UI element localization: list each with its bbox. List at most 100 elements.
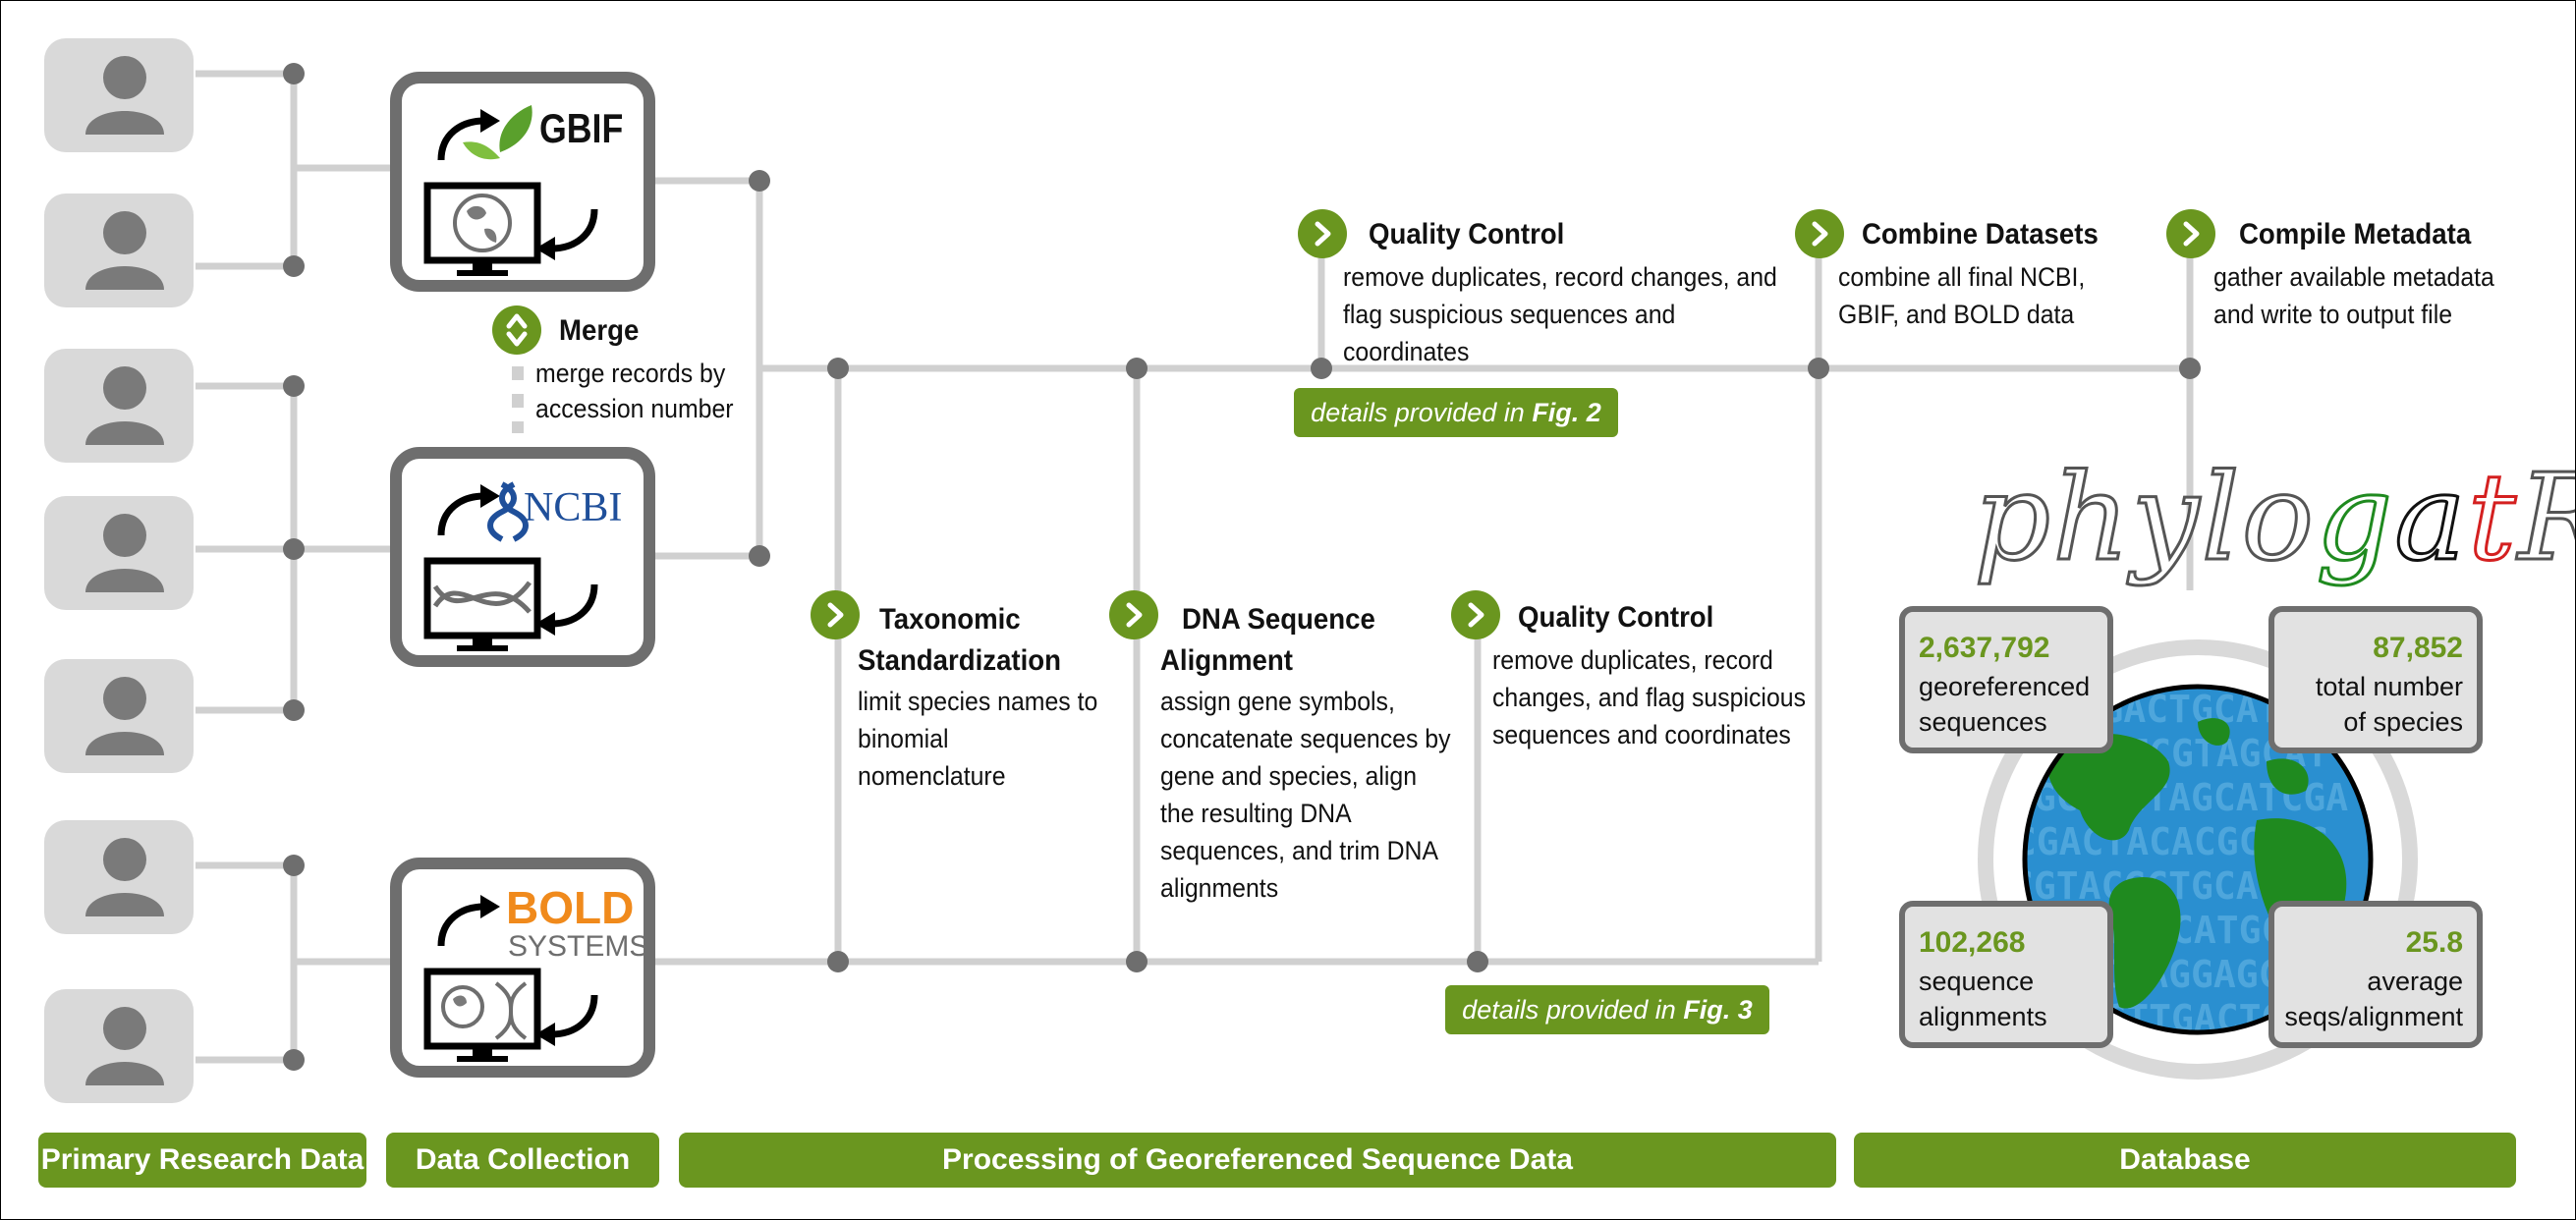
- stat-value: 25.8: [2405, 926, 2463, 959]
- compile-metadata-desc: and write to output file: [2213, 300, 2453, 329]
- stat-total-species: 87,852 total number of species: [2268, 606, 2483, 753]
- chevron-right-icon: [1812, 221, 1828, 247]
- stat-label: georeferenced sequences: [1919, 669, 2090, 740]
- gbif-source-box: GBIF: [390, 72, 655, 292]
- compile-metadata-title: Compile Metadata: [2239, 218, 2472, 250]
- stat-label-line: average: [2367, 967, 2463, 996]
- chevron-right-icon: [2183, 221, 2200, 247]
- merge-desc-line: merge records by: [535, 359, 726, 388]
- dna-alignment-desc: sequences, and trim DNA: [1160, 836, 1439, 865]
- stat-label-line: alignments: [1919, 1002, 2047, 1031]
- researcher-avatar: [44, 820, 194, 934]
- stat-label: average seqs/alignment: [2284, 964, 2463, 1034]
- quality-control-top-desc: remove duplicates, record changes, and: [1343, 262, 1777, 292]
- merge-desc-line: accession number: [535, 394, 734, 423]
- chevron-right-icon: [827, 602, 844, 628]
- merge-icon: [492, 305, 541, 355]
- person-icon: [85, 514, 164, 592]
- phylogatr-logo: phylogatR: [1972, 447, 2575, 589]
- details-fig3-prefix: details provided in: [1462, 995, 1684, 1025]
- quality-control-bottom-desc: changes, and flag suspicious: [1492, 683, 1806, 712]
- combine-datasets-desc: combine all final NCBI,: [1838, 262, 2086, 292]
- bold-source-box: BOLD SYSTEMS: [390, 858, 655, 1078]
- quality-control-bottom-title: Quality Control: [1518, 601, 1714, 634]
- person-icon: [85, 366, 164, 445]
- researcher-avatar: [44, 194, 194, 307]
- quality-control-bottom-desc: remove duplicates, record: [1492, 645, 1773, 675]
- footer-database: Database: [1854, 1133, 2516, 1188]
- researcher-avatar: [44, 38, 194, 152]
- dna-alignment-desc: concatenate sequences by: [1160, 724, 1451, 753]
- stat-label: total number of species: [2316, 669, 2463, 740]
- person-icon: [85, 1007, 164, 1085]
- quality-control-bottom-icon: [1451, 590, 1500, 639]
- stat-label-line: georeferenced: [1919, 672, 2091, 701]
- researcher-avatar: [44, 659, 194, 773]
- ncbi-logo-text: NCBI: [524, 485, 623, 530]
- bold-logo-text: BOLD: [506, 882, 635, 933]
- person-icon: [85, 56, 164, 135]
- footer-data-collection: Data Collection: [386, 1133, 659, 1188]
- quality-control-top-desc: coordinates: [1343, 337, 1470, 366]
- stat-label-line: of species: [2343, 707, 2463, 737]
- researcher-avatar: [44, 496, 194, 610]
- bold-icon-art: [423, 895, 598, 1062]
- taxonomic-standardization-title: Standardization: [858, 644, 1062, 677]
- compile-metadata-desc: gather available metadata: [2213, 262, 2494, 292]
- stat-value: 87,852: [2373, 632, 2463, 664]
- taxonomic-standardization-desc: nomenclature: [858, 761, 1006, 791]
- details-fig2-ref: Fig. 2: [1532, 398, 1601, 427]
- taxonomic-standardization-icon: [811, 590, 860, 639]
- stat-average-seqs: 25.8 average seqs/alignment: [2268, 901, 2483, 1048]
- compile-metadata-icon: [2166, 209, 2215, 258]
- ncbi-icon-art: [423, 481, 598, 651]
- stat-label-line: seqs/alignment: [2284, 1002, 2463, 1031]
- footer-processing: Processing of Georeferenced Sequence Dat…: [679, 1133, 1836, 1188]
- dna-alignment-title: DNA Sequence: [1182, 603, 1375, 636]
- combine-datasets-desc: GBIF, and BOLD data: [1838, 300, 2075, 329]
- details-fig3-badge: details provided in Fig. 3: [1445, 985, 1769, 1034]
- quality-control-top-icon: [1298, 209, 1347, 258]
- stat-georeferenced-sequences: 2,637,792 georeferenced sequences: [1899, 606, 2113, 753]
- up-down-arrows-icon: [506, 313, 528, 347]
- logo-part: phylo: [1972, 447, 2317, 589]
- person-icon: [85, 838, 164, 916]
- gbif-logo-text: GBIF: [539, 105, 624, 151]
- logo-part: a: [2393, 447, 2468, 589]
- combine-datasets-icon: [1795, 209, 1844, 258]
- person-icon: [85, 677, 164, 755]
- chevron-right-icon: [1315, 221, 1331, 247]
- stat-value: 2,637,792: [1919, 632, 2050, 664]
- dna-alignment-desc: the resulting DNA: [1160, 799, 1352, 828]
- chevron-right-icon: [1126, 602, 1143, 628]
- stat-label-line: total number: [2315, 672, 2463, 701]
- chevron-right-icon: [1468, 602, 1484, 628]
- logo-part: R: [2516, 447, 2575, 589]
- details-fig2-badge: details provided in Fig. 2: [1294, 388, 1618, 437]
- stat-label-line: sequences: [1919, 707, 2047, 737]
- combine-datasets-title: Combine Datasets: [1862, 218, 2099, 250]
- dna-alignment-icon: [1109, 590, 1158, 639]
- quality-control-bottom-desc: sequences and coordinates: [1492, 720, 1791, 749]
- details-fig3-ref: Fig. 3: [1683, 995, 1753, 1025]
- person-icon: [85, 211, 164, 290]
- footer-primary-research-data: Primary Research Data: [38, 1133, 366, 1188]
- dna-alignment-desc: alignments: [1160, 873, 1279, 903]
- merge-title: Merge: [559, 314, 640, 347]
- gbif-icon-art: [423, 105, 598, 276]
- ncbi-source-box: NCBI: [390, 447, 655, 667]
- dna-alignment-desc: assign gene symbols,: [1160, 687, 1395, 716]
- taxonomic-standardization-desc: binomial: [858, 724, 949, 753]
- details-fig2-prefix: details provided in: [1311, 398, 1533, 427]
- researcher-avatar: [44, 989, 194, 1103]
- stat-value: 102,268: [1919, 926, 2026, 959]
- logo-part: t: [2466, 447, 2518, 589]
- logo-part: g: [2315, 447, 2395, 589]
- taxonomic-standardization-title: Taxonomic: [879, 603, 1021, 636]
- researcher-avatar: [44, 349, 194, 463]
- quality-control-top-title: Quality Control: [1369, 218, 1565, 250]
